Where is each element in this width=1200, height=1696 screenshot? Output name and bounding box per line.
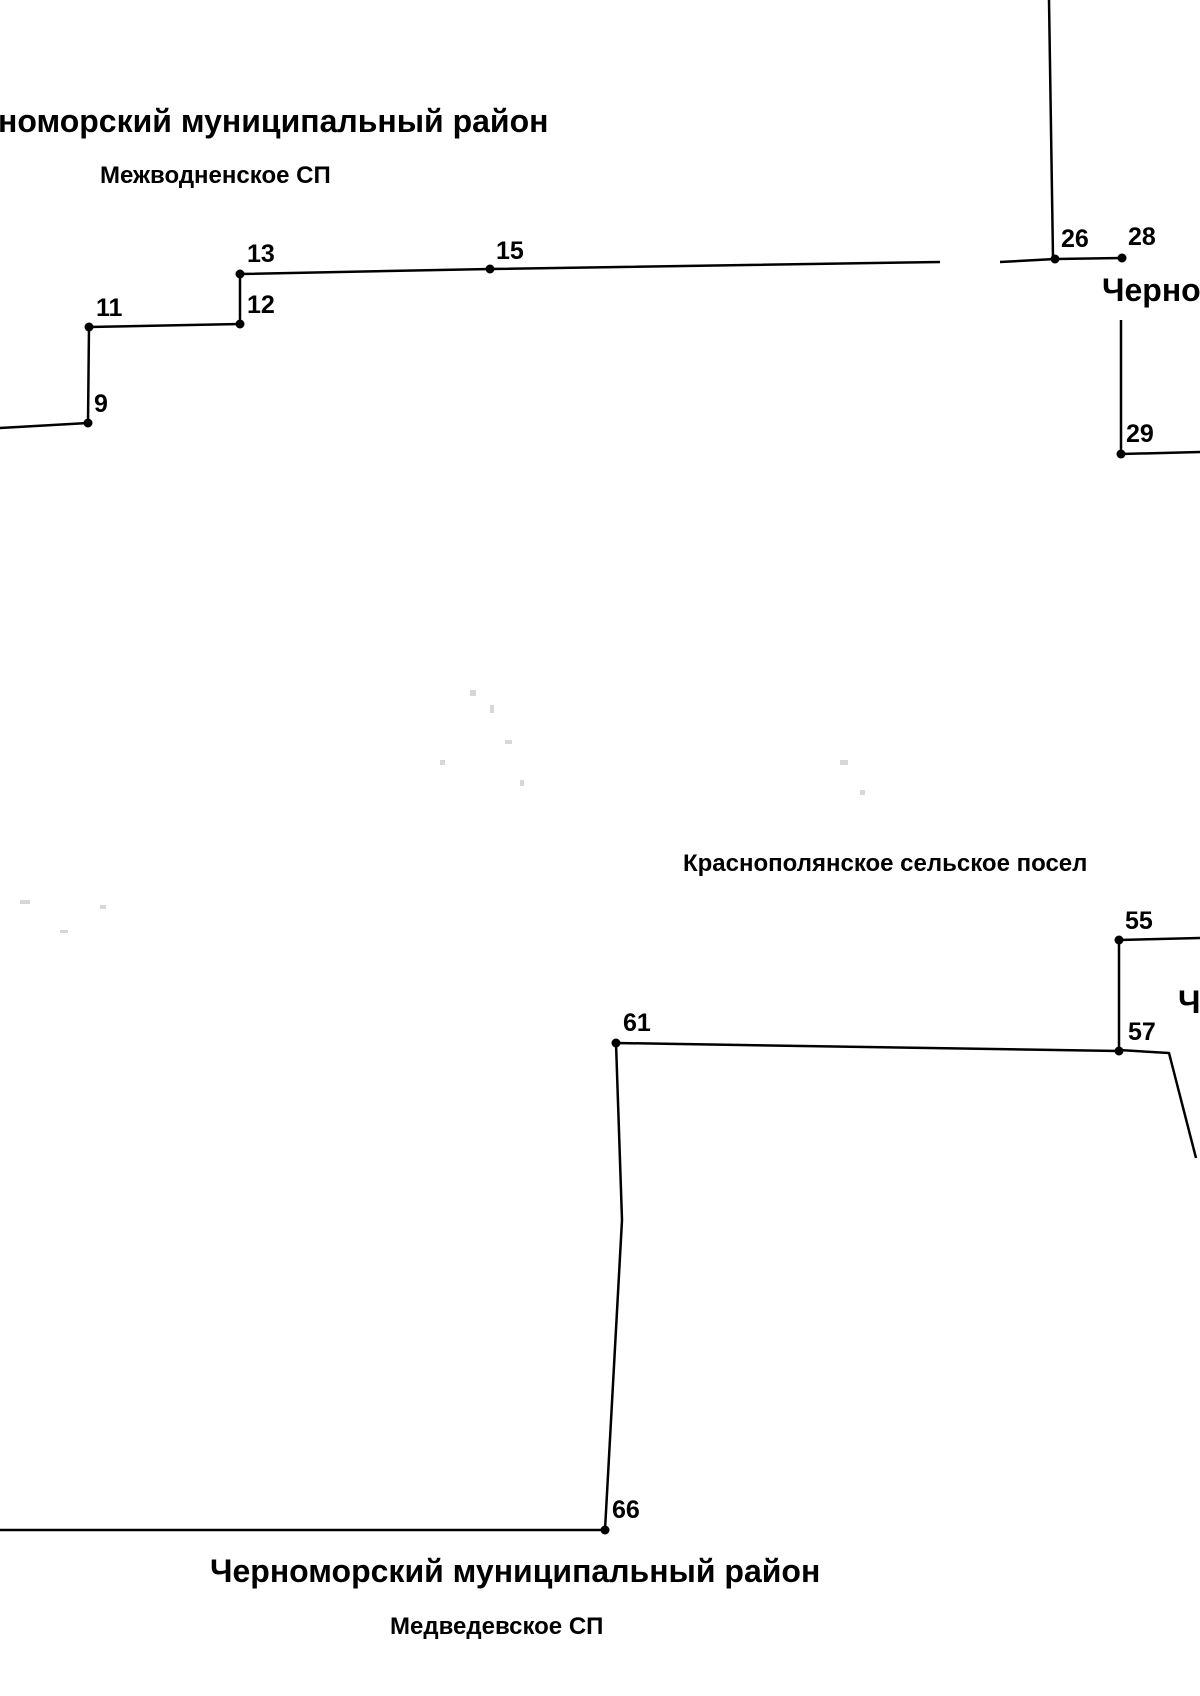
vertex-9 (83, 418, 93, 428)
scan-noise (20, 690, 865, 933)
vertex-label-26: 26 (1061, 225, 1089, 253)
vertex-11 (84, 322, 94, 332)
settlement-label-top: Межводненское СП (100, 162, 331, 189)
vertex-26 (1050, 254, 1060, 264)
vertex-29 (1116, 449, 1126, 459)
vertex-label-61: 61 (623, 1009, 651, 1037)
district-label-top: номорский муниципальный район (0, 103, 548, 139)
vertex-label-11: 11 (96, 294, 123, 322)
district-label-right-mid-cut: Ч (1178, 984, 1200, 1020)
district-label-bottom: Черноморский муниципальный район (210, 1553, 820, 1589)
vertex-label-28: 28 (1128, 223, 1156, 251)
vertex-13 (235, 269, 245, 279)
vertex-label-12: 12 (247, 291, 275, 319)
vertex-12 (235, 319, 245, 329)
vertex-57 (1114, 1046, 1124, 1056)
vertex-labels: 9 11 12 13 15 26 28 29 55 57 61 66 (94, 223, 1156, 1524)
vertex-15 (485, 264, 495, 274)
district-label-right-cut: Черно (1102, 272, 1200, 308)
region-labels: номорский муниципальный район Межводненс… (0, 103, 1200, 1640)
vertex-label-15: 15 (496, 237, 524, 265)
vertex-label-66: 66 (612, 1496, 640, 1524)
vertices (83, 253, 1127, 1535)
vertex-label-13: 13 (247, 240, 275, 268)
settlement-label-bottom: Медведевское СП (390, 1613, 603, 1640)
boundary-lines (0, 0, 1200, 1532)
vertex-label-29: 29 (1126, 420, 1154, 448)
boundary-line-mid-right (1117, 936, 1200, 1159)
vertex-66 (600, 1525, 610, 1535)
boundary-line-lower (0, 1041, 1120, 1532)
boundary-line-upper-right-top (999, 0, 1123, 264)
vertex-label-9: 9 (94, 390, 108, 418)
vertex-28 (1117, 253, 1127, 263)
boundary-line-upper-left (0, 260, 941, 430)
vertex-label-55: 55 (1125, 907, 1153, 935)
vertex-label-57: 57 (1128, 1018, 1156, 1046)
vertex-55 (1114, 935, 1124, 945)
vertex-61 (611, 1038, 621, 1048)
settlement-label-middle: Краснополянское сельское посел (683, 850, 1087, 877)
